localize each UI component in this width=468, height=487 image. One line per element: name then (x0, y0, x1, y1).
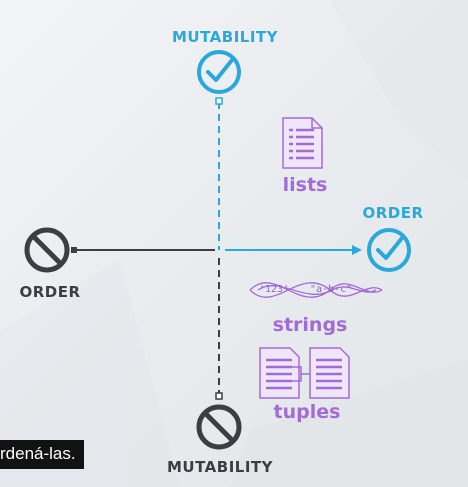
check-circle-icon (197, 50, 241, 94)
axis-bottom-node (215, 392, 223, 400)
subtitle-caption: rdená-las. (0, 440, 84, 469)
strings-label: strings (272, 314, 348, 336)
check-circle-icon (367, 228, 411, 272)
tuple-documents-icon (259, 347, 350, 399)
axis-right-arrowhead (352, 245, 362, 255)
prohibited-icon (196, 404, 242, 450)
string-example-2: "a-b-c" (310, 284, 353, 295)
axis-left-node (71, 247, 77, 253)
right-order-label: ORDER (362, 204, 424, 222)
left-order-label: ORDER (19, 283, 81, 301)
axis-top-node (215, 97, 223, 105)
bottom-mutability-label: MUTABILITY (166, 458, 274, 476)
lists-label: lists (282, 174, 328, 196)
prohibited-icon (24, 227, 70, 273)
tuples-label: tuples (273, 401, 341, 423)
document-list-icon (282, 117, 323, 169)
string-wave-icon (249, 282, 383, 298)
top-mutability-label: MUTABILITY (171, 28, 279, 46)
string-example-1: '123' (259, 284, 290, 295)
